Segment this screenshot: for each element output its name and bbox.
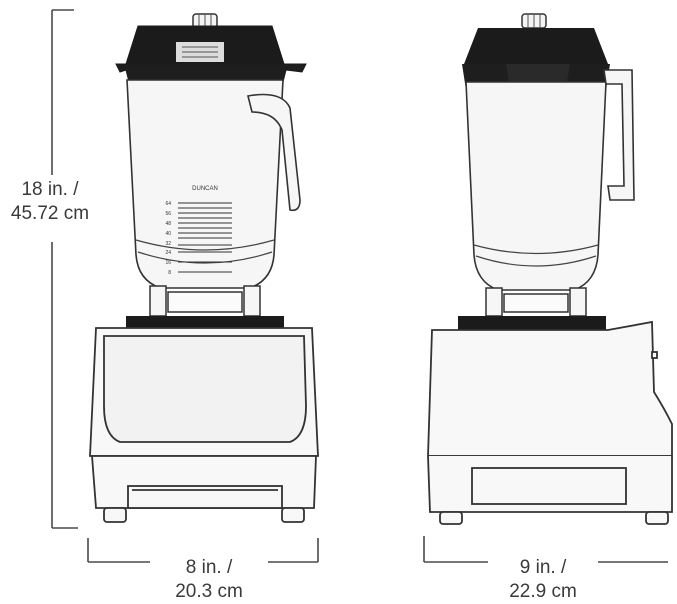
height-cm-text: 45.72 cm [10, 203, 90, 224]
side-depth-dimension-label: 9 in. / 22.9 cm [488, 556, 598, 604]
front-width-dimension-label: 8 in. / 20.3 cm [150, 556, 268, 604]
side-container [465, 69, 635, 291]
side-view-blender [427, 13, 673, 525]
graduation-label-3: 48 [165, 221, 171, 227]
side-depth-dimension-line [423, 536, 668, 563]
graduation-label-7: 16 [165, 260, 171, 266]
height-dimension-line [51, 9, 78, 529]
side-motor-pad [458, 316, 606, 330]
front-width-cm-text: 20.3 cm [175, 581, 243, 602]
front-container: DUNCAN 64 56 48 40 32 24 16 8 [126, 79, 301, 289]
front-motor-base [89, 327, 319, 523]
side-depth-inches-text: 9 in. / [519, 557, 567, 578]
side-depth-cm-text: 22.9 cm [509, 581, 577, 602]
height-dimension-label: 18 in. / 45.72 cm [2, 178, 98, 226]
graduation-label-2: 56 [165, 211, 171, 217]
graduation-label-6: 24 [165, 250, 171, 256]
front-width-inches-text: 8 in. / [185, 557, 233, 578]
front-container-base [149, 285, 261, 317]
height-inches-text: 18 in. / [21, 179, 79, 200]
container-brand-text: DUNCAN [192, 186, 218, 192]
side-lid [462, 28, 610, 90]
graduation-label-5: 32 [165, 241, 171, 247]
side-lid-knob [521, 13, 547, 29]
side-container-base [485, 287, 587, 317]
graduation-label-8: 8 [168, 270, 171, 276]
graduation-scale [178, 202, 232, 273]
graduation-label-1: 64 [165, 201, 171, 207]
graduation-label-4: 40 [165, 231, 171, 237]
front-lid [115, 25, 307, 87]
front-view-blender: DUNCAN 64 56 48 40 32 24 16 8 [89, 13, 319, 523]
front-motor-pad [126, 316, 284, 328]
side-motor-base [427, 320, 673, 525]
